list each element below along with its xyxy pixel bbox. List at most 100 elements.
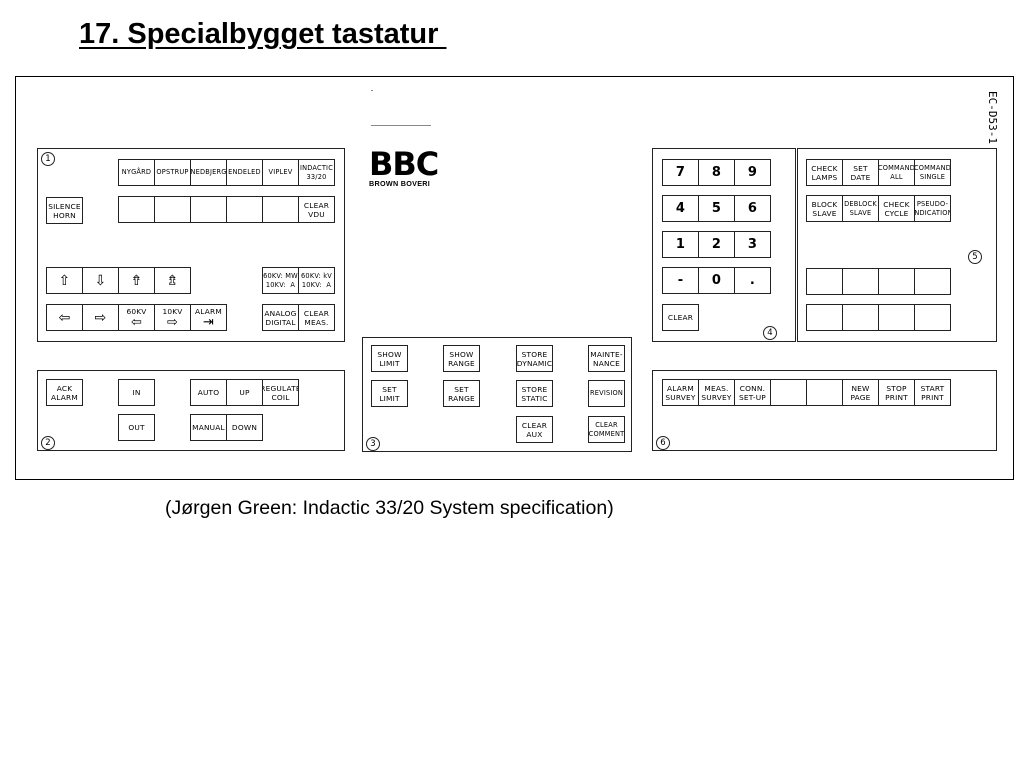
key-set-limit[interactable]: SET LIMIT (371, 380, 408, 407)
key-digit-1[interactable]: 1 (662, 231, 699, 258)
key-blank[interactable] (842, 304, 879, 331)
key-ack-alarm[interactable]: ACK ALARM (46, 379, 83, 406)
key-command-single[interactable]: COMMAND SINGLE (914, 159, 951, 186)
slide-title: 17. Specialbygget tastatur (79, 18, 447, 50)
panel-3: 3 SHOW LIMIT SHOW RANGE STORE DYNAMIC MA… (362, 337, 632, 452)
key-blank[interactable] (806, 379, 843, 406)
arrow-right-bar-icon: ⇥ (202, 314, 215, 330)
key-store-static[interactable]: STORE STATIC (516, 380, 553, 407)
key-viplev[interactable]: VIPLEV (262, 159, 299, 186)
keyboard-drawing: EC-D53-1 BBC BROWN BOVERI 1 NYGÅRD OPSTR… (15, 76, 1014, 480)
key-arrow-down[interactable]: ⇩ (82, 267, 119, 294)
key-nedbjerg[interactable]: NEDBJERG (190, 159, 227, 186)
key-blank[interactable] (914, 268, 951, 295)
key-start-print[interactable]: START PRINT (914, 379, 951, 406)
key-digit-7[interactable]: 7 (662, 159, 699, 186)
key-blank[interactable] (914, 304, 951, 331)
key-down[interactable]: DOWN (226, 414, 263, 441)
key-blank[interactable] (262, 196, 299, 223)
key-nygard[interactable]: NYGÅRD (118, 159, 155, 186)
key-revision[interactable]: REVISION (588, 380, 625, 407)
key-10kv-label: 10KV (162, 306, 183, 316)
key-decimal-point[interactable]: . (734, 267, 771, 294)
key-blank[interactable] (190, 196, 227, 223)
key-blank[interactable] (770, 379, 807, 406)
key-clear-comment[interactable]: CLEAR COMMENT (588, 416, 625, 443)
key-check-lamps[interactable]: CHECK LAMPS (806, 159, 843, 186)
key-clear-meas[interactable]: CLEAR MEAS. (298, 304, 335, 331)
key-check-cycle[interactable]: CHECK CYCLE (878, 195, 915, 222)
key-maintenance[interactable]: MAINTE- NANCE (588, 345, 625, 372)
scan-speck (371, 90, 373, 91)
key-new-page[interactable]: NEW PAGE (842, 379, 879, 406)
key-conn-set-up[interactable]: CONN. SET-UP (734, 379, 771, 406)
panel-number-2: 2 (41, 436, 55, 450)
key-pseudo-indication[interactable]: PSEUDO- INDICATION (914, 195, 951, 222)
key-auto[interactable]: AUTO (190, 379, 227, 406)
panel-6: 6 ALARM SURVEY MEAS. SURVEY CONN. SET-UP… (652, 370, 997, 451)
key-regulate-coil[interactable]: REGULATE COIL (262, 379, 299, 406)
key-block-slave[interactable]: BLOCK SLAVE (806, 195, 843, 222)
key-arrow-left[interactable]: ⇦ (46, 304, 83, 331)
key-analog-digital[interactable]: ANALOG DIGITAL (262, 304, 299, 331)
key-meas-survey[interactable]: MEAS. SURVEY (698, 379, 735, 406)
key-in[interactable]: IN (118, 379, 155, 406)
key-alarm-survey[interactable]: ALARM SURVEY (662, 379, 699, 406)
key-out[interactable]: OUT (118, 414, 155, 441)
panel-number-6: 6 (656, 436, 670, 450)
key-arrow-right[interactable]: ⇨ (82, 304, 119, 331)
key-blank[interactable] (878, 304, 915, 331)
key-kv-a[interactable]: 60KV: kV 10KV: A (298, 267, 335, 294)
key-stop-print[interactable]: STOP PRINT (878, 379, 915, 406)
key-blank[interactable] (842, 268, 879, 295)
bbc-logo-subtitle: BROWN BOVERI (369, 179, 431, 188)
key-clear-vdu[interactable]: CLEAR VDU (298, 196, 335, 223)
key-endeled[interactable]: ENDELED (226, 159, 263, 186)
scan-speck (371, 125, 431, 126)
key-store-dynamic[interactable]: STORE DYNAMIC (516, 345, 553, 372)
key-show-range[interactable]: SHOW RANGE (443, 345, 480, 372)
key-alarm-label: ALARM (195, 306, 222, 316)
key-60kv[interactable]: 60KV ⇦ (118, 304, 155, 331)
panel-number-4: 4 (763, 326, 777, 340)
key-blank[interactable] (118, 196, 155, 223)
key-up[interactable]: UP (226, 379, 263, 406)
figure-caption: (Jørgen Green: Indactic 33/20 System spe… (165, 497, 614, 519)
key-silence-horn[interactable]: SILENCE HORN (46, 197, 83, 224)
key-digit-8[interactable]: 8 (698, 159, 735, 186)
key-minus[interactable]: - (662, 267, 699, 294)
panel-number-5: 5 (968, 250, 982, 264)
key-blank[interactable] (878, 268, 915, 295)
bbc-logo: BBC BROWN BOVERI (369, 148, 445, 188)
key-set-range[interactable]: SET RANGE (443, 380, 480, 407)
key-blank[interactable] (154, 196, 191, 223)
key-deblock-slave[interactable]: DEBLOCK SLAVE (842, 195, 879, 222)
key-blank[interactable] (806, 268, 843, 295)
key-clear-aux[interactable]: CLEAR AUX (516, 416, 553, 443)
key-10kv[interactable]: 10KV ⇨ (154, 304, 191, 331)
panel-5: 5 CHECK LAMPS SET DATE COMMAND ALL COMMA… (797, 148, 997, 342)
panel-number-1: 1 (41, 152, 55, 166)
key-show-limit[interactable]: SHOW LIMIT (371, 345, 408, 372)
key-digit-4[interactable]: 4 (662, 195, 699, 222)
key-mw-a[interactable]: 60KV: MW 10KV: A (262, 267, 299, 294)
key-digit-3[interactable]: 3 (734, 231, 771, 258)
key-digit-2[interactable]: 2 (698, 231, 735, 258)
key-opstrup[interactable]: OPSTRUP (154, 159, 191, 186)
drawing-code: EC-D53-1 (986, 91, 999, 144)
key-alarm[interactable]: ALARM ⇥ (190, 304, 227, 331)
key-command-all[interactable]: COMMAND ALL (878, 159, 915, 186)
key-digit-5[interactable]: 5 (698, 195, 735, 222)
key-arrow-up-fast[interactable]: ⇮ (118, 267, 155, 294)
key-manual[interactable]: MANUAL (190, 414, 227, 441)
key-arrow-up[interactable]: ⇧ (46, 267, 83, 294)
key-clear[interactable]: CLEAR (662, 304, 699, 331)
key-blank[interactable] (806, 304, 843, 331)
key-arrow-down-fast[interactable]: ⇯ (154, 267, 191, 294)
key-set-date[interactable]: SET DATE (842, 159, 879, 186)
key-digit-6[interactable]: 6 (734, 195, 771, 222)
key-digit-9[interactable]: 9 (734, 159, 771, 186)
key-blank[interactable] (226, 196, 263, 223)
key-indactic[interactable]: INDACTIC 33/20 (298, 159, 335, 186)
key-digit-0[interactable]: 0 (698, 267, 735, 294)
